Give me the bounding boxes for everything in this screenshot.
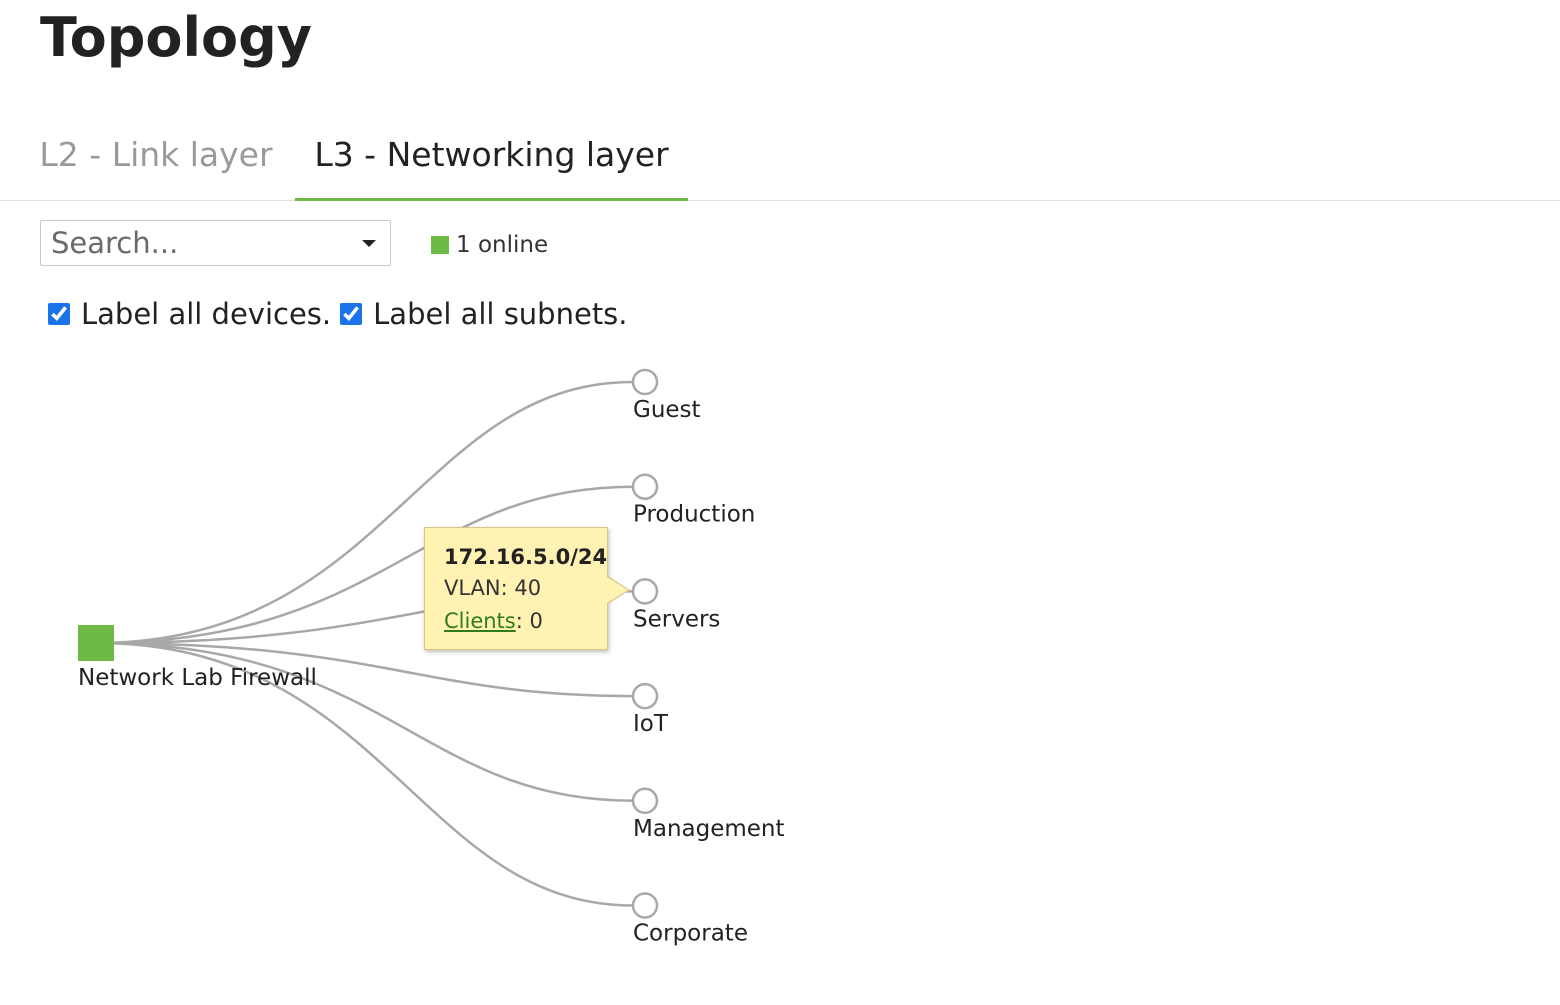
subnet-tooltip: 172.16.5.0/24 VLAN: 40 Clients: 0 <box>424 527 630 650</box>
online-count: 1 online <box>456 232 549 258</box>
subnet-node-management[interactable] <box>631 787 659 815</box>
device-node-firewall[interactable] <box>78 625 114 661</box>
label-options: Label all devices. Label all subnets. <box>48 296 637 332</box>
tooltip-vlan: VLAN: 40 <box>444 576 542 600</box>
subnet-node-guest[interactable] <box>631 368 659 396</box>
page-title: Topology <box>40 6 312 69</box>
link-guest <box>95 380 634 645</box>
subnet-node-production[interactable] <box>631 473 659 500</box>
tooltip-clients: Clients: 0 <box>444 605 607 638</box>
link-corporate <box>95 641 634 907</box>
label-devices-checkbox[interactable] <box>48 303 70 325</box>
subnet-label-guest: Guest <box>633 397 701 423</box>
online-status-icon <box>431 236 449 254</box>
clients-count: : 0 <box>515 609 543 633</box>
subnet-node-servers[interactable] <box>631 578 659 605</box>
device-label-firewall: Network Lab Firewall <box>78 665 317 691</box>
subnet-label-servers: Servers <box>633 606 720 632</box>
label-subnets-checkbox[interactable] <box>340 303 363 325</box>
subnet-label-management: Management <box>633 816 785 842</box>
layer-tabs: L2 - Link layer L3 - Networking layer <box>0 118 1560 201</box>
link-iot <box>95 641 634 698</box>
subnet-label-iot: IoT <box>633 711 669 737</box>
topology-links <box>95 380 634 907</box>
clients-link[interactable]: Clients <box>444 609 516 633</box>
subnet-node-corporate[interactable] <box>631 892 659 919</box>
subnet-node-iot[interactable] <box>631 682 659 710</box>
label-devices-label[interactable]: Label all devices. <box>81 297 332 331</box>
search-select[interactable] <box>40 220 391 266</box>
link-management <box>95 641 634 803</box>
search-input[interactable] <box>41 221 351 265</box>
chevron-down-icon[interactable] <box>362 240 376 247</box>
tab-l2-link-layer[interactable]: L2 - Link layer <box>39 135 273 174</box>
tooltip-pointer-fill <box>607 577 628 603</box>
tooltip-subnet: 172.16.5.0/24 <box>444 545 608 569</box>
subnet-label-production: Production <box>633 502 755 528</box>
label-subnets-label[interactable]: Label all subnets. <box>373 297 628 331</box>
subnet-label-corporate: Corporate <box>633 921 748 947</box>
link-production <box>95 485 634 645</box>
online-status: 1 online <box>431 230 548 260</box>
tab-l3-networking-layer[interactable]: L3 - Networking layer <box>295 118 688 201</box>
